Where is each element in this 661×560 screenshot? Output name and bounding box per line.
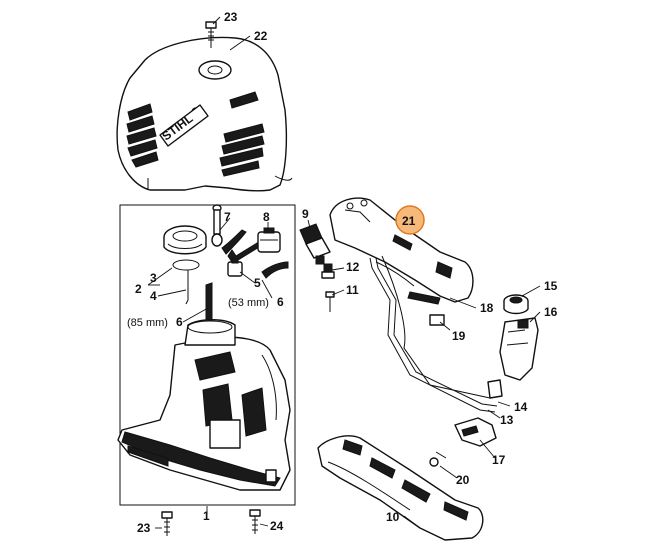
screw-23-bottom [161, 511, 173, 536]
label-17: 17 [492, 453, 506, 467]
label-4: 4 [150, 289, 157, 303]
label-9: 9 [302, 207, 309, 221]
switch-15 [503, 294, 529, 315]
label-1: 1 [203, 509, 210, 523]
label-15: 15 [544, 279, 558, 293]
trigger-parts [429, 314, 497, 467]
screw-top [205, 21, 217, 48]
label-24: 24 [270, 519, 284, 533]
highlight-marker-21 [395, 205, 425, 235]
label-23-bottom: 23 [137, 521, 151, 535]
label-19: 19 [452, 329, 466, 343]
label-12: 12 [346, 260, 360, 274]
label-7: 7 [224, 210, 231, 224]
fuel-tank-group-frame [119, 204, 296, 506]
label-23-top: 23 [224, 10, 238, 24]
label-18: 18 [480, 301, 494, 315]
hose-85mm [205, 282, 213, 323]
fuel-hose [211, 204, 265, 263]
label-13: 13 [500, 413, 514, 427]
cap-gasket [172, 259, 200, 271]
bracket-16 [499, 317, 539, 381]
label-11: 11 [346, 283, 359, 297]
shroud-right-vents [219, 91, 265, 177]
label-14: 14 [514, 400, 528, 414]
engine-shroud: STIHL [116, 36, 293, 192]
label-85mm: (85 mm) [127, 317, 168, 329]
label-10: 10 [386, 510, 400, 524]
hose-fitting [227, 257, 289, 279]
fuel-tank [117, 319, 291, 491]
label-8: 8 [263, 210, 270, 224]
label-20: 20 [456, 473, 470, 487]
label-21: 21 [402, 214, 416, 228]
handle-lower [317, 435, 484, 541]
leader-lines [147, 16, 541, 529]
label-22: 22 [254, 29, 268, 43]
label-6-left: 6 [176, 315, 183, 329]
throttle-rods [369, 255, 503, 413]
label-3: 3 [150, 271, 157, 285]
label-2: 2 [135, 282, 142, 296]
fuel-filter-8 [257, 227, 281, 253]
label-6-right: 6 [277, 295, 284, 309]
label-53mm: (53 mm) [228, 297, 269, 309]
handle-housing [329, 197, 474, 305]
fuel-filter-9 [299, 223, 331, 265]
fuel-cap [163, 225, 207, 255]
label-16: 16 [544, 305, 558, 319]
cap-retainer [185, 270, 189, 305]
clip-12 [321, 263, 335, 279]
shroud-left-vents [126, 103, 159, 168]
screw-24 [249, 509, 261, 534]
label-5: 5 [254, 276, 261, 290]
